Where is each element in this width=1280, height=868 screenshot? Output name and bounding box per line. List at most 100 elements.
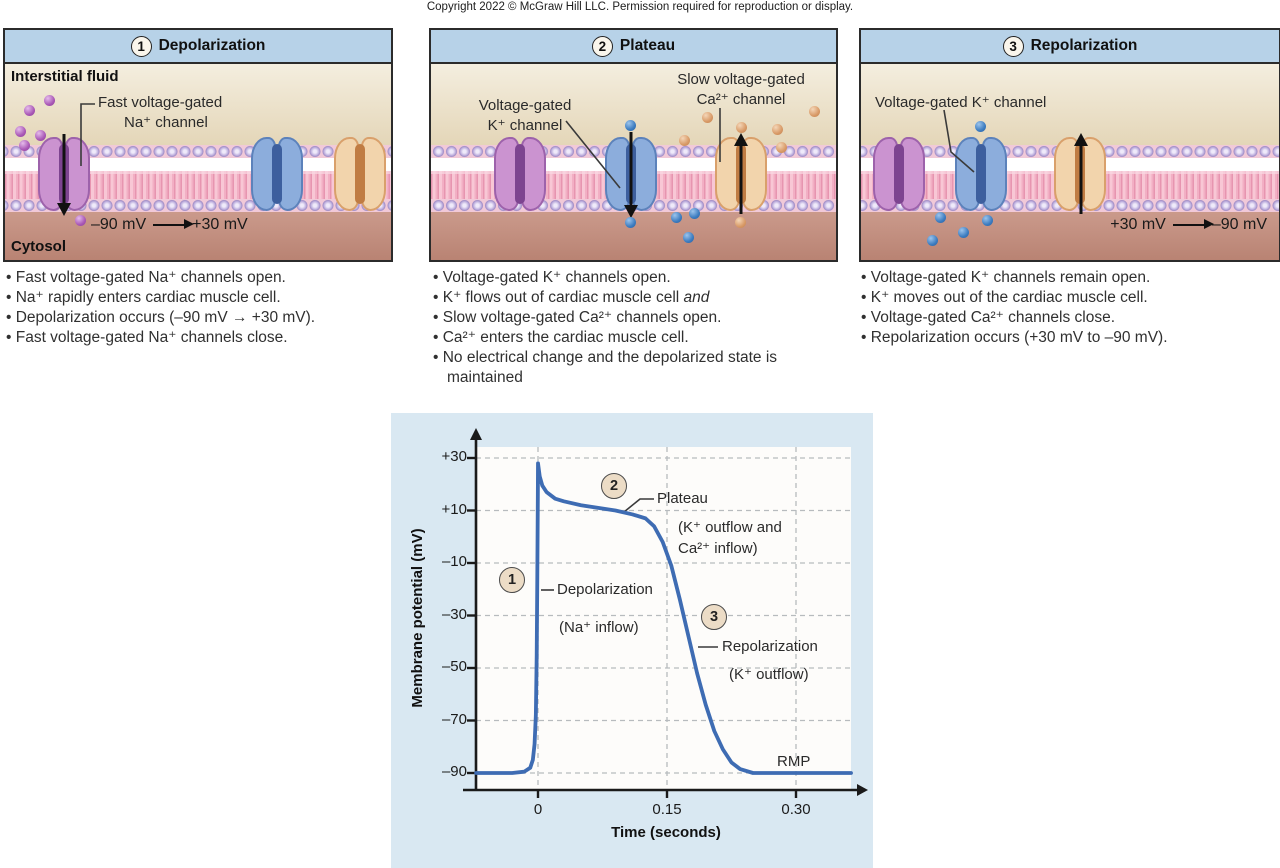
ca-channel-closed <box>334 137 386 211</box>
step-2-badge: 2 <box>591 35 613 57</box>
bullet: K⁺ moves out of the cardiac muscle cell. <box>861 288 1275 308</box>
x-tick-label: 0 <box>533 801 543 818</box>
panel-plateau: 2 Plateau <box>429 28 838 262</box>
bullet: Depolarization occurs (–90 mV → +30 mV). <box>6 308 398 328</box>
bullet: Slow voltage-gated Ca²⁺ channels open. <box>433 308 841 328</box>
na-ion <box>35 130 46 141</box>
na-channel-label-line2: Na⁺ channel <box>124 114 208 131</box>
x-tick-label: 0.15 <box>652 801 682 818</box>
k-outflow-ca-inflow-annotation-line1: (K⁺ outflow and <box>678 519 782 536</box>
bullet: Repolarization occurs (+30 mV to –90 mV)… <box>861 328 1275 348</box>
channel-pore <box>976 144 986 204</box>
bullet-text: K⁺ flows out of cardiac muscle cell <box>442 289 684 306</box>
chart-step-2-badge: 2 <box>601 473 627 499</box>
label-connector-line <box>80 103 95 166</box>
panel-2-connectors <box>565 108 748 218</box>
y-tick-label: +10 <box>441 500 467 518</box>
k-channel-open <box>955 137 1007 211</box>
chart-step-1-badge: 1 <box>499 567 525 593</box>
step-1-badge: 1 <box>130 35 152 57</box>
ca-ion <box>679 135 690 146</box>
ca-ion <box>809 106 820 117</box>
ca-ion <box>736 122 747 133</box>
label-connector-line <box>565 120 621 189</box>
bullet: Voltage-gated Ca²⁺ channels close. <box>861 308 1275 328</box>
k-ion <box>927 235 938 246</box>
ca-ion <box>735 217 746 228</box>
channel-pore <box>515 144 525 204</box>
k-channel-label: Voltage-gated K⁺ channel <box>459 96 591 136</box>
panel-3-diagram: Voltage-gated K⁺ channel +30 mV –90 mV <box>861 64 1279 260</box>
panel-1-diagram: Interstitial fluid Cytosol Fast voltage-… <box>5 64 391 260</box>
ca-channel-label-line2: Ca²⁺ channel <box>696 91 786 108</box>
k-ion <box>625 217 636 228</box>
rmp-label: RMP <box>777 753 811 770</box>
channel-pore <box>894 144 904 204</box>
k-ion <box>683 232 694 243</box>
na-inflow-arrowhead <box>57 203 71 216</box>
chart-step-3-badge: 3 <box>701 604 727 630</box>
y-tick-label: –30 <box>441 605 467 623</box>
k-outflow-arrowhead <box>1074 133 1088 146</box>
right-arrow-icon <box>1172 220 1214 229</box>
panel-2-title: Plateau <box>619 37 676 54</box>
panel-3-bullet-list: Voltage-gated K⁺ channels remain open. K… <box>861 268 1275 348</box>
voltage-from: +30 mV <box>1110 216 1166 233</box>
k-channel-label-line1: Voltage-gated <box>478 97 572 114</box>
k-channel-closed <box>251 137 303 211</box>
ca-ion <box>702 112 713 123</box>
x-tick-label: 0.30 <box>781 801 811 818</box>
channel-pore <box>272 144 282 204</box>
interstitial-fluid-region <box>431 64 836 145</box>
depolarization-annotation: Depolarization <box>557 581 653 598</box>
voltage-to: –90 mV <box>1211 216 1267 233</box>
panel-2-diagram: Voltage-gated K⁺ channel Slow voltage-ga… <box>431 64 836 260</box>
panel-1-connectors <box>57 103 95 216</box>
na-ion <box>19 140 30 151</box>
panel-2-bullet-list: Voltage-gated K⁺ channels open. K⁺ flows… <box>433 268 841 388</box>
ca-channel-label: Slow voltage-gated Ca²⁺ channel <box>657 70 825 110</box>
bullet: Fast voltage-gated Na⁺ channels open. <box>6 268 398 288</box>
label-connector-line <box>943 109 975 173</box>
channel-lobe <box>742 137 767 211</box>
x-axis-arrowhead <box>857 784 868 796</box>
channel-lobe <box>38 137 63 211</box>
bullet: Fast voltage-gated Na⁺ channels close. <box>6 328 398 348</box>
k-ion <box>975 121 986 132</box>
repolarization-annotation: Repolarization <box>722 638 818 655</box>
channel-lobe <box>955 137 980 211</box>
membrane-potential-chart: Membrane potential (mV) Time (seconds) 1… <box>391 413 873 868</box>
y-tick-label: –10 <box>441 553 467 570</box>
k-ion <box>982 215 993 226</box>
channel-lobe <box>632 137 657 211</box>
annotation-connector <box>623 498 654 513</box>
y-axis-arrowhead <box>470 428 482 440</box>
voltage-from: –90 mV <box>91 216 147 233</box>
plateau-annotation: Plateau <box>657 490 708 507</box>
panel-3-header: 3 Repolarization <box>861 30 1279 64</box>
k-channel-label: Voltage-gated K⁺ channel <box>875 94 1047 111</box>
na-ion <box>15 126 26 137</box>
k-flow-arrowhead <box>624 205 638 218</box>
na-ion <box>75 215 86 226</box>
ca-ion <box>776 142 787 153</box>
interstitial-fluid-label: Interstitial fluid <box>11 68 119 85</box>
copyright-text: Copyright 2022 © McGraw Hill LLC. Permis… <box>426 1 854 13</box>
panel-1-bullet-list: Fast voltage-gated Na⁺ channels open. Na… <box>6 268 398 348</box>
ca-flow-arrowhead <box>734 133 748 146</box>
panel-1-title: Depolarization <box>158 37 266 54</box>
panel-3-connectors <box>943 109 1088 214</box>
ca-ion <box>772 124 783 135</box>
bullet: Na⁺ rapidly enters cardiac muscle cell. <box>6 288 398 308</box>
y-tick-label: +30 <box>441 448 467 465</box>
na-channel-label-line1: Fast voltage-gated <box>98 94 223 111</box>
step-3-badge: 3 <box>1002 35 1024 57</box>
channel-lobe <box>982 137 1007 211</box>
na-inflow-annotation: (Na⁺ inflow) <box>559 619 639 636</box>
na-ion <box>44 95 55 106</box>
k-ion <box>625 120 636 131</box>
k-outflow-annotation: (K⁺ outflow) <box>729 666 809 683</box>
k-ion <box>689 208 700 219</box>
bullet: No electrical change and the depolarized… <box>433 348 841 388</box>
